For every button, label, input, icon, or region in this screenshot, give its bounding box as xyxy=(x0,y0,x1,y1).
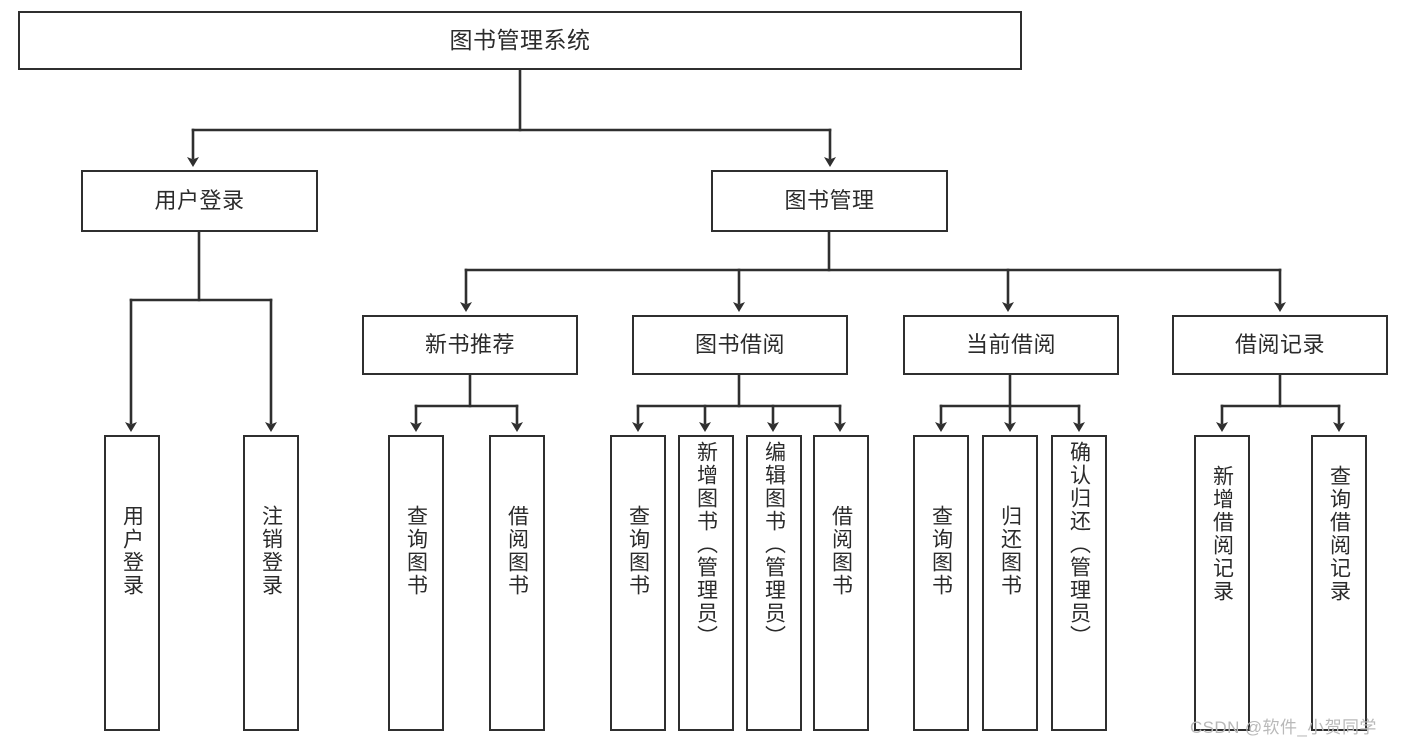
leaf-user-login-signin[interactable]: 用户登录 xyxy=(104,435,160,731)
node-label: 图书借阅 xyxy=(694,331,785,357)
leaf-borrow-record-add[interactable]: 新增借阅记录 xyxy=(1194,435,1250,731)
node-label: 查询图书 xyxy=(626,505,650,597)
node-label: 图书管理系统 xyxy=(449,26,591,53)
leaf-book-borrow-query[interactable]: 查询图书 xyxy=(610,435,666,731)
node-label: 新增图书（管理员） xyxy=(694,441,718,648)
node-borrow-record[interactable]: 借阅记录 xyxy=(1172,315,1388,375)
leaf-book-borrow-add[interactable]: 新增图书（管理员） xyxy=(678,435,734,731)
node-label: 新书推荐 xyxy=(424,331,515,357)
node-user-login[interactable]: 用户登录 xyxy=(81,170,318,232)
leaf-current-borrow-query[interactable]: 查询图书 xyxy=(913,435,969,731)
leaf-borrow-record-query[interactable]: 查询借阅记录 xyxy=(1311,435,1367,731)
node-label: 查询借阅记录 xyxy=(1327,465,1351,603)
leaf-new-book-query[interactable]: 查询图书 xyxy=(388,435,444,731)
node-label: 用户登录 xyxy=(154,187,245,213)
node-label: 归还图书 xyxy=(998,505,1022,597)
node-new-book-recommend[interactable]: 新书推荐 xyxy=(362,315,578,375)
node-label: 借阅记录 xyxy=(1234,331,1325,357)
node-label: 查询图书 xyxy=(929,505,953,597)
node-label: 注销登录 xyxy=(259,505,283,597)
leaf-book-borrow-lend[interactable]: 借阅图书 xyxy=(813,435,869,731)
node-label: 借阅图书 xyxy=(829,505,853,597)
node-label: 图书管理 xyxy=(784,187,875,213)
leaf-current-borrow-confirm[interactable]: 确认归还（管理员） xyxy=(1051,435,1107,731)
node-label: 确认归还（管理员） xyxy=(1067,441,1091,648)
leaf-book-borrow-edit[interactable]: 编辑图书（管理员） xyxy=(746,435,802,731)
node-label: 查询图书 xyxy=(404,505,428,597)
node-label: 编辑图书（管理员） xyxy=(762,441,786,648)
node-book-management[interactable]: 图书管理 xyxy=(711,170,948,232)
watermark-text: CSDN @软件_小贺同学 xyxy=(1190,718,1377,737)
node-root-system[interactable]: 图书管理系统 xyxy=(18,11,1022,70)
node-label: 用户登录 xyxy=(120,505,144,597)
node-label: 新增借阅记录 xyxy=(1210,465,1234,603)
leaf-user-login-signout[interactable]: 注销登录 xyxy=(243,435,299,731)
node-label: 当前借阅 xyxy=(965,331,1056,357)
leaf-new-book-borrow[interactable]: 借阅图书 xyxy=(489,435,545,731)
leaf-current-borrow-return[interactable]: 归还图书 xyxy=(982,435,1038,731)
node-current-borrow[interactable]: 当前借阅 xyxy=(903,315,1119,375)
node-label: 借阅图书 xyxy=(505,505,529,597)
node-book-borrow[interactable]: 图书借阅 xyxy=(632,315,848,375)
